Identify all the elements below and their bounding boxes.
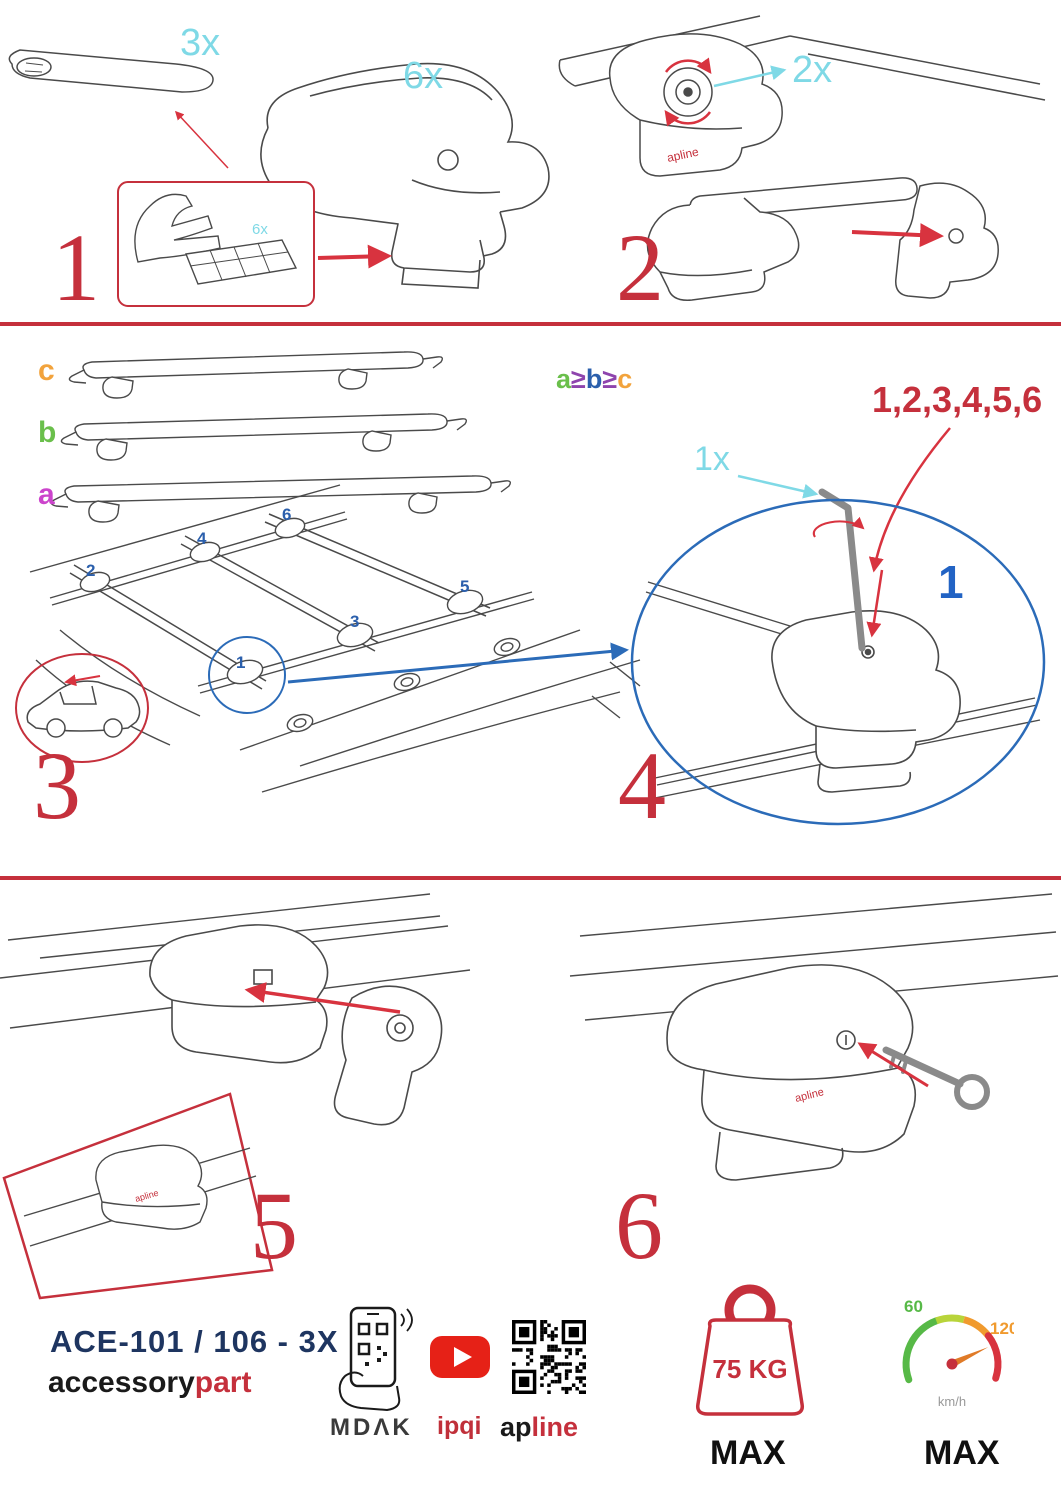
pad-to-foot-arrow — [317, 244, 392, 269]
crossbar-b-drawing — [60, 413, 468, 461]
step3-step4-illustration: c b a a≥b≥c — [15, 351, 1046, 826]
tool-qty-label: 1x — [694, 440, 730, 478]
position-4: 4 — [197, 529, 207, 548]
brand-accessory-text: accessory — [48, 1366, 195, 1399]
speedometer-icon: 60 120 km/h — [902, 1297, 1014, 1409]
crossbar-a-drawing — [50, 475, 512, 523]
step5-arm-drawing — [333, 985, 443, 1126]
position-2: 2 — [86, 561, 95, 580]
qr-code — [512, 1320, 586, 1394]
max-weight-icon: 75 KG — [695, 1284, 805, 1416]
car-roof-arrow — [64, 674, 101, 687]
weight-limit-label: 75 KG — [712, 1354, 787, 1384]
zoom-link-arrow — [287, 642, 629, 684]
knob-rotate-arrow-1 — [664, 57, 712, 75]
first-position-label: 1 — [938, 556, 964, 608]
speed-low-label: 60 — [904, 1297, 923, 1316]
foot-drawing — [260, 62, 550, 289]
pad-qty-label: 6x — [252, 221, 268, 238]
zoom-ellipse-frame — [630, 498, 1046, 826]
step2-foot-top-drawing — [608, 33, 783, 177]
zoom-detail-drawing — [630, 488, 1046, 826]
crossbar-c-drawing — [68, 351, 444, 399]
bar-qty-label: 3x — [180, 22, 220, 64]
step2-number: 2 — [616, 214, 664, 321]
position-3: 3 — [350, 612, 359, 631]
bolt-arrow — [866, 569, 884, 638]
step5-step6-illustration: apline apline — [0, 893, 1059, 1300]
step3-number: 3 — [33, 732, 81, 839]
size-rule-text: a≥b≥c — [556, 364, 632, 394]
position-1-highlight-circle — [208, 636, 286, 714]
speedometer-needle — [950, 1347, 989, 1368]
bar-label-b: b — [38, 416, 56, 449]
step5-number: 5 — [250, 1172, 298, 1279]
step6-number: 6 — [615, 1172, 663, 1279]
brand-accessorypart: accessorypart — [48, 1366, 251, 1400]
knob-rotate-arrow-2 — [664, 109, 712, 127]
hand-icon — [338, 1371, 401, 1412]
step1-step2-illustration: 3x 6x 6x — [8, 15, 1046, 307]
step1-number: 1 — [52, 214, 100, 321]
model-number: ACE-101 / 106 - 3X — [50, 1324, 339, 1359]
sequence-curve-arrow — [868, 427, 951, 573]
position-1: 1 — [236, 653, 245, 672]
bar-insert-arrow — [851, 223, 944, 248]
bar-pointer-arrow — [174, 110, 229, 169]
apline-logo-text: apline — [500, 1412, 578, 1443]
phone-app-icon — [338, 1306, 413, 1412]
arm-attach-arrow — [244, 982, 401, 1014]
section-divider-2 — [0, 876, 1061, 880]
torque-qty-label: 2x — [792, 49, 832, 91]
youtube-icon — [430, 1336, 490, 1378]
allen-key-drawing — [818, 488, 866, 652]
foot-qty-label: 6x — [403, 55, 443, 97]
crossbar-drawing — [8, 49, 214, 93]
ipqi-logo-text: ipqi — [437, 1412, 482, 1440]
step2-assembly-drawing — [646, 177, 999, 301]
weight-max-label: MAX — [710, 1434, 786, 1472]
position-6: 6 — [282, 505, 291, 524]
tool-qty-arrow — [737, 474, 819, 499]
apline-line-text: line — [531, 1412, 579, 1442]
bar-label-c: c — [38, 354, 55, 387]
step5-inset: apline — [2, 1092, 274, 1300]
foot-logo-text: apline — [666, 145, 701, 165]
apline-ap-text: ap — [500, 1412, 532, 1442]
car-drawing — [26, 680, 141, 738]
torque-qty-arrow — [713, 65, 787, 88]
speed-high-label: 120 — [990, 1319, 1014, 1338]
position-numbers: 2 4 6 1 3 5 — [86, 505, 469, 672]
brand-part-text: part — [194, 1366, 252, 1399]
step4-number: 4 — [618, 732, 666, 839]
key-rotate-arrow — [812, 516, 865, 538]
car-inset-frame — [15, 653, 149, 763]
step5-inset-drawing — [23, 1144, 257, 1247]
key-insert-arrow — [857, 1042, 929, 1088]
mdak-logo-text: MDΛK — [330, 1414, 413, 1441]
roof-drawing — [29, 484, 641, 793]
step6-foot-drawing — [666, 964, 917, 1181]
nfc-signal-icon — [400, 1308, 413, 1332]
step5-foot-drawing — [149, 924, 329, 1064]
bar-label-a: a — [38, 478, 55, 511]
speed-max-label: MAX — [924, 1434, 1000, 1472]
speed-unit-label: km/h — [938, 1394, 966, 1409]
pad-detail-drawing — [134, 193, 298, 285]
phone-qr-pattern — [357, 1322, 389, 1366]
car-inset — [15, 653, 149, 763]
tighten-sequence-label: 1,2,3,4,5,6 — [872, 379, 1042, 420]
section-divider-1 — [0, 322, 1061, 326]
position-5: 5 — [460, 577, 469, 596]
rail-feet-drawing — [79, 517, 521, 733]
